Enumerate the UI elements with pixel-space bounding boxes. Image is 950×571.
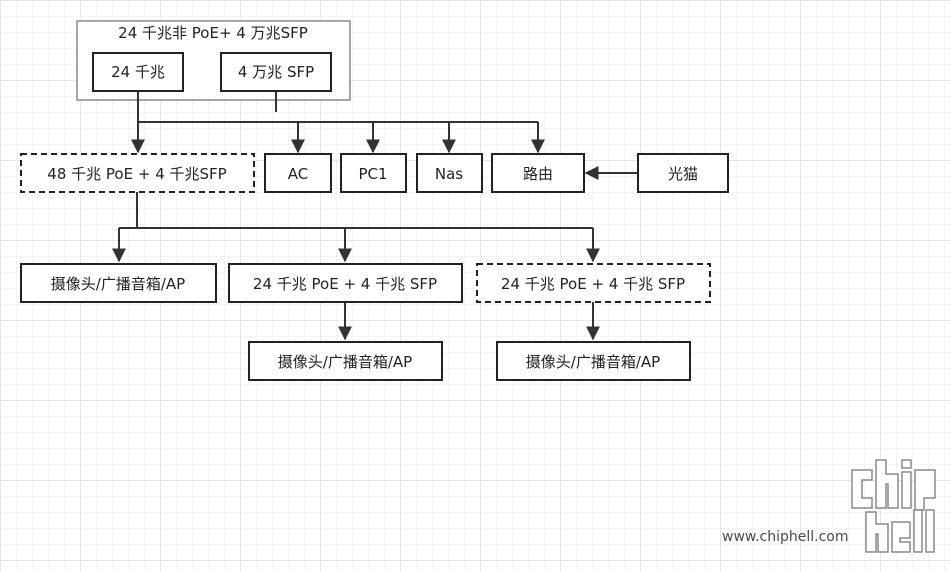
top-switch-sfp-ports-label: 4 万兆 SFP (238, 63, 314, 81)
endpoint-node-1[interactable]: 摄像头/广播音箱/AP (20, 263, 217, 303)
watermark-url: www.chiphell.com (722, 529, 848, 545)
modem-node[interactable]: 光猫 (637, 153, 729, 193)
router-label: 路由 (523, 165, 553, 183)
top-switch-title: 24 千兆非 PoE+ 4 万兆SFP (118, 24, 308, 42)
top-switch-gbe-ports-label: 24 千兆 (111, 63, 165, 81)
poe24-switch-a-label: 24 千兆 PoE + 4 千兆 SFP (253, 275, 437, 293)
endpoint-label-3: 摄像头/广播音箱/AP (526, 353, 660, 371)
poe24-switch-a-node[interactable]: 24 千兆 PoE + 4 千兆 SFP (228, 263, 463, 303)
chiphell-logo (851, 459, 936, 553)
nas-node[interactable]: Nas (416, 153, 483, 193)
pc1-node[interactable]: PC1 (340, 153, 407, 193)
poe48-switch-node[interactable]: 48 千兆 PoE + 4 千兆SFP (20, 153, 255, 193)
edges-poe48 (112, 192, 600, 341)
ac-label: AC (288, 165, 308, 183)
router-node[interactable]: 路由 (491, 153, 585, 193)
modem-label: 光猫 (668, 165, 698, 183)
endpoint-label-1: 摄像头/广播音箱/AP (51, 275, 185, 293)
endpoint-node-2[interactable]: 摄像头/广播音箱/AP (248, 341, 443, 381)
top-switch-gbe-ports-node[interactable]: 24 千兆 (92, 52, 184, 92)
poe24-switch-b-node[interactable]: 24 千兆 PoE + 4 千兆 SFP (476, 263, 711, 303)
pc1-label: PC1 (358, 165, 387, 183)
ac-node[interactable]: AC (264, 153, 332, 193)
poe48-switch-label: 48 千兆 PoE + 4 千兆SFP (47, 165, 226, 183)
nas-label: Nas (435, 165, 463, 183)
poe24-switch-b-label: 24 千兆 PoE + 4 千兆 SFP (501, 275, 685, 293)
chiphell-watermark: www.chiphell.com (722, 459, 936, 553)
edges-top (131, 91, 637, 180)
top-switch-sfp-ports-node[interactable]: 4 万兆 SFP (220, 52, 332, 92)
endpoint-node-3[interactable]: 摄像头/广播音箱/AP (496, 341, 691, 381)
endpoint-label-2: 摄像头/广播音箱/AP (278, 353, 412, 371)
